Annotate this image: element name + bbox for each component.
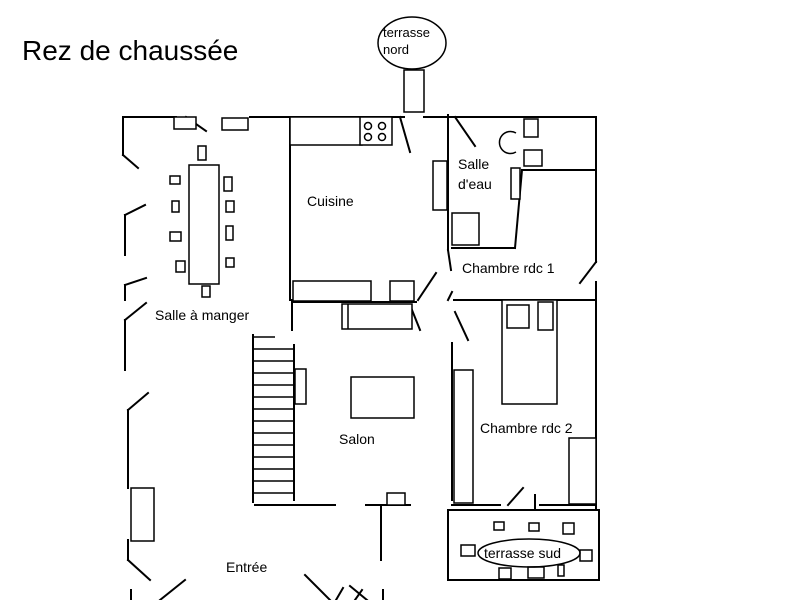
chambre-rdc-1-label: Chambre rdc 1 xyxy=(462,260,555,276)
living-furniture xyxy=(252,303,415,506)
doors xyxy=(121,115,598,600)
chambre-rdc-2-label: Chambre rdc 2 xyxy=(480,420,573,436)
salle-eau-label-2: d'eau xyxy=(458,176,492,192)
staircase xyxy=(252,334,295,503)
terrasse-nord-label-1: terrasse xyxy=(383,25,430,40)
kitchen-furniture xyxy=(289,116,448,302)
salle-a-manger-label: Salle à manger xyxy=(155,307,250,323)
salle-eau-label-1: Salle xyxy=(458,156,489,172)
terrasse-nord: terrasse nord xyxy=(377,16,447,113)
cuisine-label: Cuisine xyxy=(307,193,354,209)
bathroom-furniture xyxy=(451,118,543,246)
dining-furniture xyxy=(130,116,249,542)
terrasse-nord-label-2: nord xyxy=(383,42,409,57)
bedroom2-furniture xyxy=(453,299,597,505)
plan-title: Rez de chaussée xyxy=(22,35,238,66)
entree-label: Entrée xyxy=(226,559,267,575)
terrasse-sud-label: terrasse sud xyxy=(484,545,561,561)
walls xyxy=(122,114,597,600)
terrasse-sud: terrasse sud xyxy=(447,509,600,581)
salon-label: Salon xyxy=(339,431,375,447)
